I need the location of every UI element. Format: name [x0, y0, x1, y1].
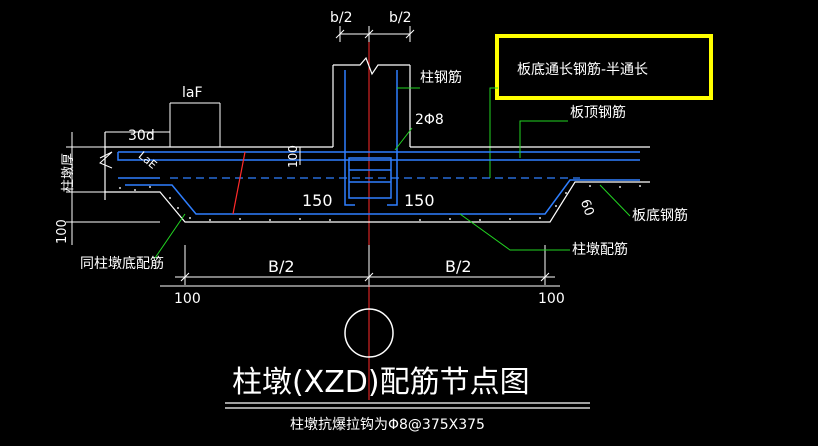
highlight-note: 板底通长钢筋-半通长: [517, 61, 648, 78]
two-phi8-leader: [394, 127, 413, 151]
dim-100-mid: 100: [286, 145, 300, 168]
same-as-pier-bottom-label: 同柱墩底配筋: [80, 255, 164, 272]
pier-rebar-label: 柱墩配筋: [572, 241, 628, 258]
same-as-pier-bottom-leader: [154, 213, 186, 259]
slab-top-rebar-label: 板顶钢筋: [570, 104, 626, 121]
top-dimension-b: [335, 26, 415, 42]
slab-bottom-rebar-leader: [599, 184, 631, 217]
dimension-30d-laF: [105, 102, 221, 147]
highlight-box: [495, 34, 713, 100]
label-30d: 30d: [128, 128, 155, 144]
slab-bottom-rebar-label: 板底钢筋: [632, 207, 688, 224]
slab-top-rebar-leader: [519, 120, 568, 158]
column-rebar: [344, 70, 398, 206]
dim-B-half-right: B/2: [445, 257, 472, 276]
b-half-right-label: b/2: [389, 10, 412, 26]
dim-150-right: 150: [404, 191, 435, 210]
column-outline: [332, 56, 411, 147]
column-rebar-label: 柱钢筋: [420, 69, 462, 86]
dim-150-left: 150: [302, 191, 333, 210]
concrete-hatch: [119, 185, 641, 221]
diagonal-rebar: [232, 151, 246, 215]
highlight-note-leader: [489, 87, 498, 178]
axis-bubble: [344, 308, 394, 358]
label-laF: laF: [182, 85, 203, 101]
slab-outline: [104, 132, 650, 223]
dim-100-bottom-left: 100: [174, 291, 201, 307]
break-mark: [99, 151, 113, 169]
dim-B-half-left: B/2: [268, 257, 295, 276]
drawing-title: 柱墩(XZD)配筋节点图: [232, 365, 530, 400]
dim-100-left: 100: [55, 219, 70, 244]
slab-thickness-label: 柱墩厚: [61, 153, 76, 192]
drawing-subtitle: 柱墩抗爆拉钩为Φ8@375X375: [290, 417, 485, 433]
b-half-left-label: b/2: [330, 10, 353, 26]
left-vertical-dims: [66, 132, 160, 245]
slab-top-rebar: [117, 151, 640, 215]
pier-rebar-leader: [459, 213, 570, 251]
dim-100-bottom-right: 100: [538, 291, 565, 307]
bottom-dimension-B: [160, 245, 560, 287]
angle-60-label: 60: [577, 197, 597, 218]
two-phi8-label: 2Φ8: [415, 112, 444, 128]
